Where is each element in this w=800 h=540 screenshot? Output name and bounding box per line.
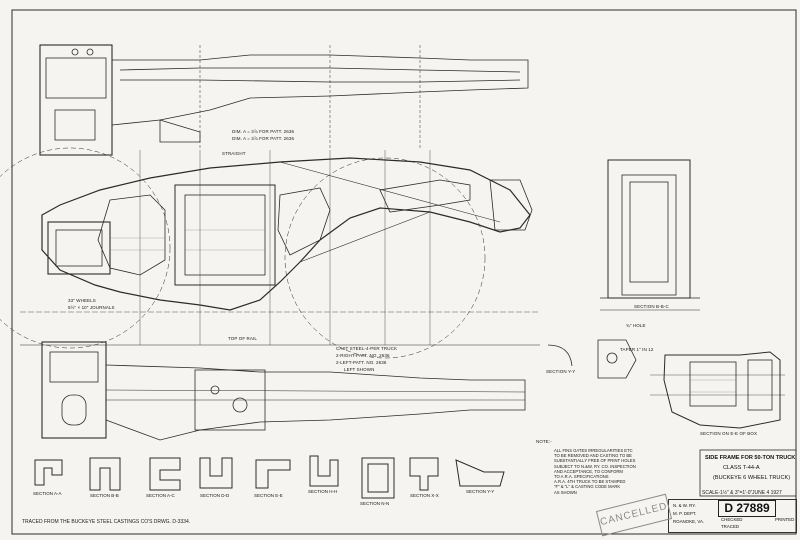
taper-detail [597,339,637,379]
section-y-y-arc [547,344,573,367]
casting-note-line3: 2-LEFT-PATT. NO. 2636 [336,360,387,365]
section-label-y-y: SECTION Y-Y [466,489,495,494]
top-of-rail-label: TOP OF RAIL [228,336,257,341]
section-a-b-c [600,159,700,311]
info-block: N. & W. RY. M. P. DEPT. ROANOKE, VA. PRI… [668,499,797,533]
plan-view-top [39,44,529,156]
straight-label: STRAIGHT [222,151,246,156]
wheel-note-line1: 33" WHEELS [68,298,96,303]
section-label-a-a: SECTION A-A [33,491,62,496]
section-b-b-c-label: SECTION B-B-C [634,304,669,309]
checked-label: CHECKED [721,517,743,522]
sheet-border [11,9,797,535]
section-label-n-n: SECTION N-N [360,501,390,506]
section-label-b-b: SECTION B-B [90,493,119,498]
section-label-a-c: SECTION A-C [146,493,175,498]
section-y-y-label: SECTION Y-Y [546,369,576,374]
section-label-x-x: SECTION X-X [410,493,439,498]
railroad-line3: ROANOKE, VA. [673,519,705,524]
section-e-e-box [650,351,785,429]
drawing-number: D 27889 [718,500,776,517]
dims-note-line2: DIM. A = 3⅞ FOR PATT. 2636 [232,136,295,141]
side-elevation-view [0,147,540,359]
plan-view-bottom [41,341,526,441]
title-line2: CLASS T-44-A [723,465,760,471]
scale-label: SCALE-1½" & 3"=1'-0" [702,490,753,496]
wheel-note-line2: 5½" × 10" JOURNALS [68,305,115,310]
bottom-sections [34,455,505,499]
taper-label: TAPER 1" IN 12 [620,347,654,352]
section-e-e-label: SECTION ON E-E OF BOX [700,431,758,436]
title-line3: (BUCKEYE 6 WHEEL TRUCK) [713,475,791,481]
spec-note: ALL FINS GATES IRREGULARITIES ETC TO BE … [554,448,636,495]
casting-note-line4: LEFT SHOWN [344,367,375,372]
section-label-d-d: SECTION D-D [200,493,230,498]
section-label-e-e: SECTION E-E [254,493,283,498]
hole-label: ¾" HOLE [626,323,646,328]
traced-note: TRACED FROM THE BUCKEYE STEEL CASTINGS C… [22,519,191,525]
railroad-line2: M. P. DEPT. [673,511,697,516]
casting-note-line2: 2-RIGHT-PATT. NO. 2636 [336,353,390,358]
dims-note-line1: DIM. A = 3⅞ FOR PATT. 2636 [232,129,295,134]
title-block: SIDE FRAME FOR 50-TON TRUCK CLASS T-44-A… [703,453,796,491]
railroad-line1: N. & W. RY. [673,503,696,508]
title-box [699,449,797,497]
date-label: JUNE 4 1927 [752,490,782,496]
note-label: NOTE:- [536,439,552,444]
section-label-h-h: SECTION H-H [308,489,338,494]
title-line1: SIDE FRAME FOR 50-TON TRUCK [705,455,796,461]
printed-label: PRINTED [775,517,795,522]
casting-note-line1: CAST STEEL-4-PER TRUCK [336,346,398,351]
traced-label: TRACED [721,524,740,529]
